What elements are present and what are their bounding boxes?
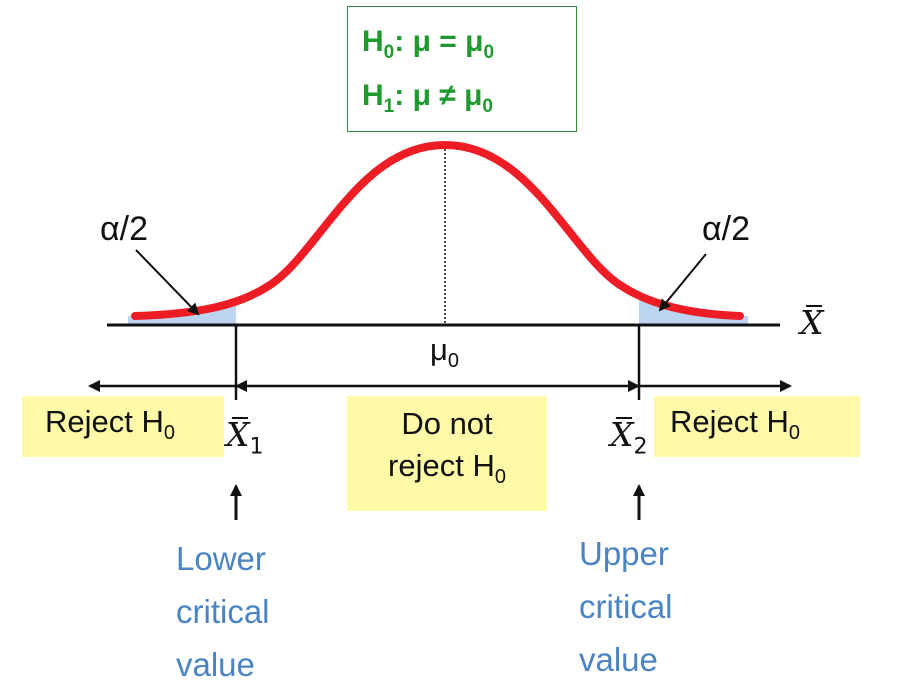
mean-label: μ0 (430, 332, 459, 373)
left-alpha-pointer (135, 249, 200, 316)
alternative-hypothesis: H1: μ ≠ μ0 (362, 79, 493, 117)
reject-left-box (22, 396, 224, 457)
lower-critical-caption: Lower critical value (176, 540, 270, 683)
null-hypothesis: H0: μ = μ0 (362, 25, 495, 63)
hypotheses-box: H0: μ = μ0 H1: μ ≠ μ0 (347, 6, 577, 132)
right-alpha-pointer (658, 253, 707, 312)
axis-xbar-label: X (800, 303, 824, 342)
reject-right-label: Reject H0 (670, 404, 800, 445)
reject-right-box (654, 396, 860, 457)
right-alpha-label: α/2 (702, 210, 751, 248)
normal-curve (131, 140, 744, 320)
upper-critical-caption: Upper critical value (579, 535, 673, 678)
upper-critical-symbol: X2 (610, 415, 648, 460)
left-alpha-label: α/2 (100, 210, 149, 248)
lower-critical-symbol: X1 (226, 415, 264, 460)
do-not-reject-box (347, 396, 547, 511)
reject-left-label: Reject H0 (45, 404, 175, 445)
